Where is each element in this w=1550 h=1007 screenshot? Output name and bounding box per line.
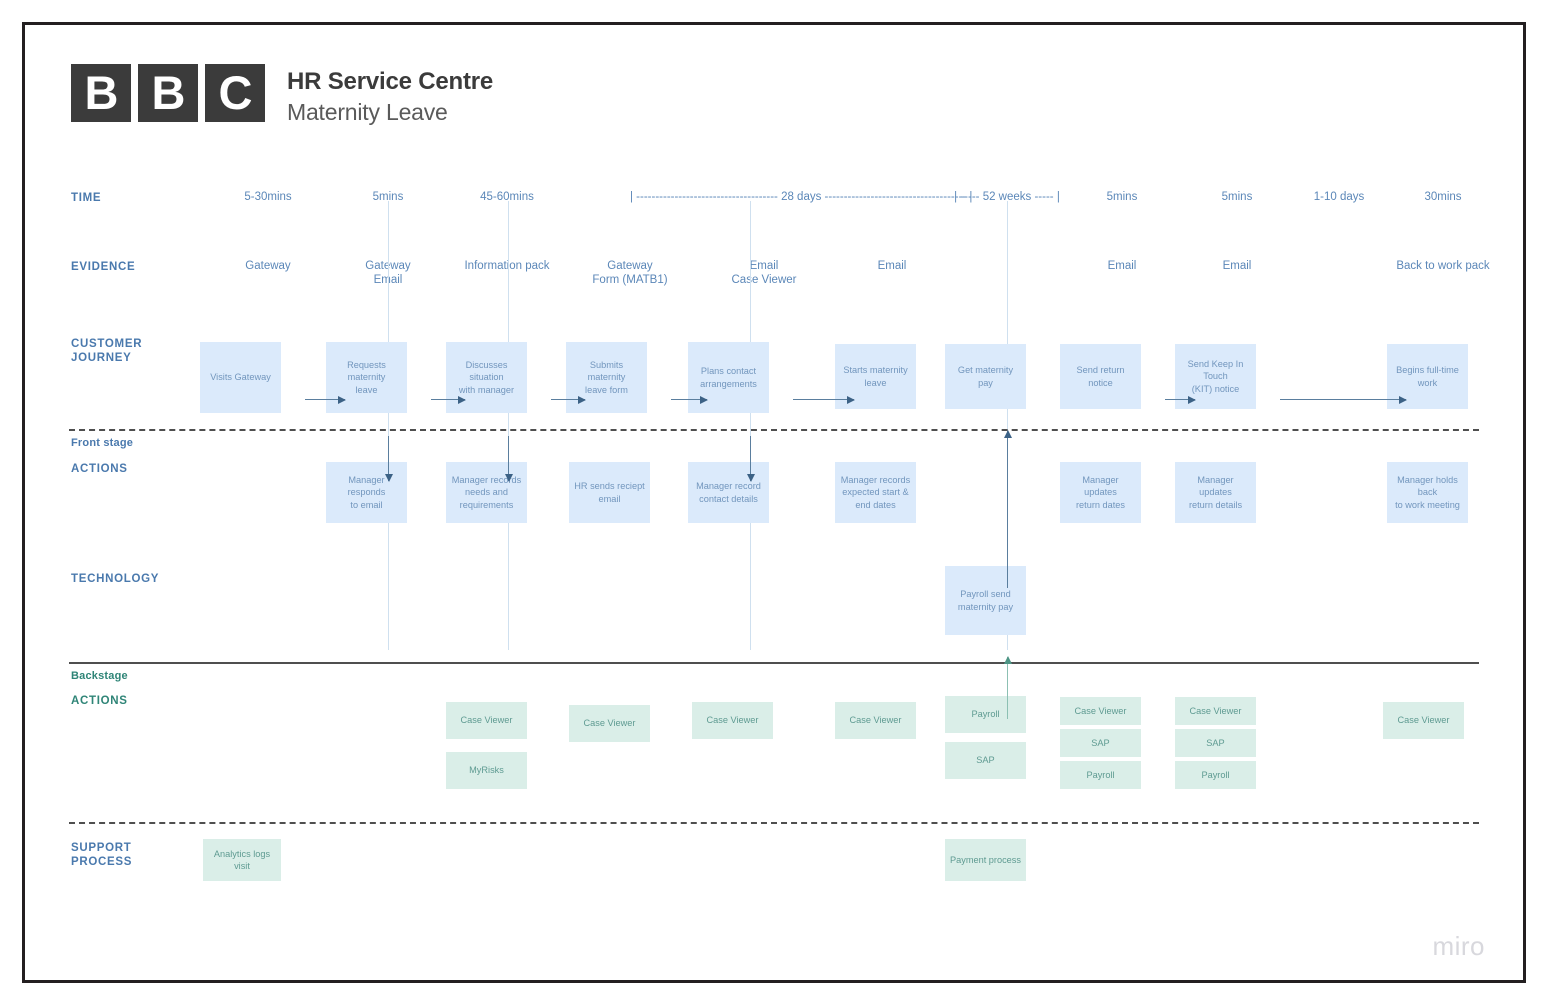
front-action-box-1[interactable]: Manager records needs and requirements xyxy=(446,462,527,523)
backstage-action-box-10[interactable]: Case Viewer xyxy=(1175,697,1256,725)
front-action-box-2[interactable]: HR sends reciept email xyxy=(569,462,650,523)
column-guide-2 xyxy=(750,201,751,650)
backstage-action-box-2[interactable]: Case Viewer xyxy=(569,705,650,742)
backstage-action-box-8[interactable]: SAP xyxy=(1060,729,1141,757)
row-label-technology: TECHNOLOGY xyxy=(71,573,160,585)
page-subtitle: Maternity Leave xyxy=(287,99,448,125)
evidence-cell-0: Gateway xyxy=(245,260,291,272)
time-cell-7: 1-10 days xyxy=(1313,191,1365,203)
front-stage-separator xyxy=(69,429,1479,431)
row-label-evidence: EVIDENCE xyxy=(71,261,136,273)
bbc-logo-letter-c: C xyxy=(205,64,265,122)
time-cell-4: | ----- 52 weeks ----- | xyxy=(954,191,1060,203)
time-cell-6: 5mins xyxy=(1221,191,1253,203)
arrow-visits-to-requests xyxy=(305,395,346,404)
arrow-submits-to-plans xyxy=(671,395,708,404)
evidence-cell-7: Email xyxy=(1222,260,1252,272)
row-label-front-stage: Front stage xyxy=(71,437,134,449)
arrow-kit-to-begins xyxy=(1280,395,1407,404)
evidence-cell-5: Email xyxy=(877,260,907,272)
row-label-time: TIME xyxy=(71,192,102,204)
time-cell-0: 5-30mins xyxy=(244,191,292,203)
evidence-cell-3: Gateway Form (MATB1) xyxy=(592,260,668,286)
arrow-down-plans-to-manager-record-contact xyxy=(746,436,755,482)
bbc-logo-letter-b1: B xyxy=(71,64,131,122)
bbc-logo-letter-b2: B xyxy=(138,64,198,122)
backstage-action-box-9[interactable]: Payroll xyxy=(1060,761,1141,789)
arrow-up-payroll-to-payroll-send xyxy=(1003,656,1012,719)
front-action-box-6[interactable]: Manager updates return details xyxy=(1175,462,1256,523)
front-action-box-4[interactable]: Manager records expected start & end dat… xyxy=(835,462,916,523)
front-action-box-5[interactable]: Manager updates return dates xyxy=(1060,462,1141,523)
evidence-cell-1: Gateway Email xyxy=(258,260,518,287)
backstage-action-box-5[interactable]: Payroll xyxy=(945,696,1026,733)
support-process-box-1[interactable]: Payment process xyxy=(945,839,1026,881)
evidence-cell-6: Email xyxy=(1107,260,1137,272)
front-action-box-7[interactable]: Manager holds back to work meeting xyxy=(1387,462,1468,523)
page-title-block: HR Service Centre Maternity Leave xyxy=(287,67,493,128)
time-cell-3: | ------------------------------------- … xyxy=(630,191,973,203)
customer-journey-box-7[interactable]: Send return notice xyxy=(1060,344,1141,409)
column-guide-0 xyxy=(388,201,389,650)
front-action-box-3[interactable]: Manager record contact details xyxy=(688,462,769,523)
evidence-cell-2: Information pack xyxy=(464,260,550,272)
time-cell-8: 30mins xyxy=(1424,191,1462,203)
time-cell-2: 45-60mins xyxy=(480,191,534,203)
support-process-separator xyxy=(69,822,1479,824)
row-label-support-process: SUPPORT PROCESS xyxy=(71,842,133,868)
arrow-return-to-kit xyxy=(1165,395,1196,404)
customer-journey-box-4[interactable]: Plans contact arrangements xyxy=(688,342,769,413)
arrow-requests-to-discusses xyxy=(431,395,466,404)
backstage-action-box-1[interactable]: MyRisks xyxy=(446,752,527,789)
backstage-action-box-4[interactable]: Case Viewer xyxy=(835,702,916,739)
backstage-action-box-7[interactable]: Case Viewer xyxy=(1060,697,1141,725)
customer-journey-box-0[interactable]: Visits Gateway xyxy=(200,342,281,413)
time-cell-1: 5mins xyxy=(372,191,404,203)
arrow-down-discusses-to-manager-records xyxy=(504,436,513,482)
support-process-box-0[interactable]: Analytics logs visit xyxy=(203,839,281,881)
board-frame: B B C HR Service Centre Maternity Leave … xyxy=(22,22,1526,983)
backstage-action-box-11[interactable]: SAP xyxy=(1175,729,1256,757)
bbc-logo: B B C xyxy=(71,64,265,122)
time-cell-5: 5mins xyxy=(1106,191,1138,203)
customer-journey-box-3[interactable]: Submits maternity leave form xyxy=(566,342,647,413)
arrow-plans-to-starts xyxy=(793,395,855,404)
evidence-cell-8: Back to work pack xyxy=(1396,260,1490,272)
evidence-cell-4: Email Case Viewer xyxy=(731,260,797,286)
front-action-box-0[interactable]: Manager responds to email xyxy=(326,462,407,523)
backstage-action-box-6[interactable]: SAP xyxy=(945,742,1026,779)
arrow-discusses-to-submits xyxy=(551,395,586,404)
backstage-action-box-0[interactable]: Case Viewer xyxy=(446,702,527,739)
arrow-down-requests-to-manager-responds xyxy=(384,436,393,482)
miro-watermark: miro xyxy=(1432,931,1485,961)
backstage-separator xyxy=(69,662,1479,664)
page-title: HR Service Centre xyxy=(287,68,494,95)
row-label-customer-journey: CUSTOMER JOURNEY xyxy=(71,338,143,364)
column-guide-3 xyxy=(1007,201,1008,650)
row-label-backstage: Backstage xyxy=(71,670,128,682)
column-guide-1 xyxy=(508,201,509,650)
backstage-action-box-12[interactable]: Payroll xyxy=(1175,761,1256,789)
backstage-action-box-3[interactable]: Case Viewer xyxy=(692,702,773,739)
technology-box-0[interactable]: Payroll send maternity pay xyxy=(945,566,1026,635)
row-label-front-actions: ACTIONS xyxy=(71,463,128,475)
backstage-action-box-13[interactable]: Case Viewer xyxy=(1383,702,1464,739)
row-label-backstage-actions: ACTIONS xyxy=(71,695,128,707)
arrow-up-payroll-send-to-get-maternity-pay xyxy=(1003,430,1012,588)
customer-journey-box-6[interactable]: Get maternity pay xyxy=(945,344,1026,409)
